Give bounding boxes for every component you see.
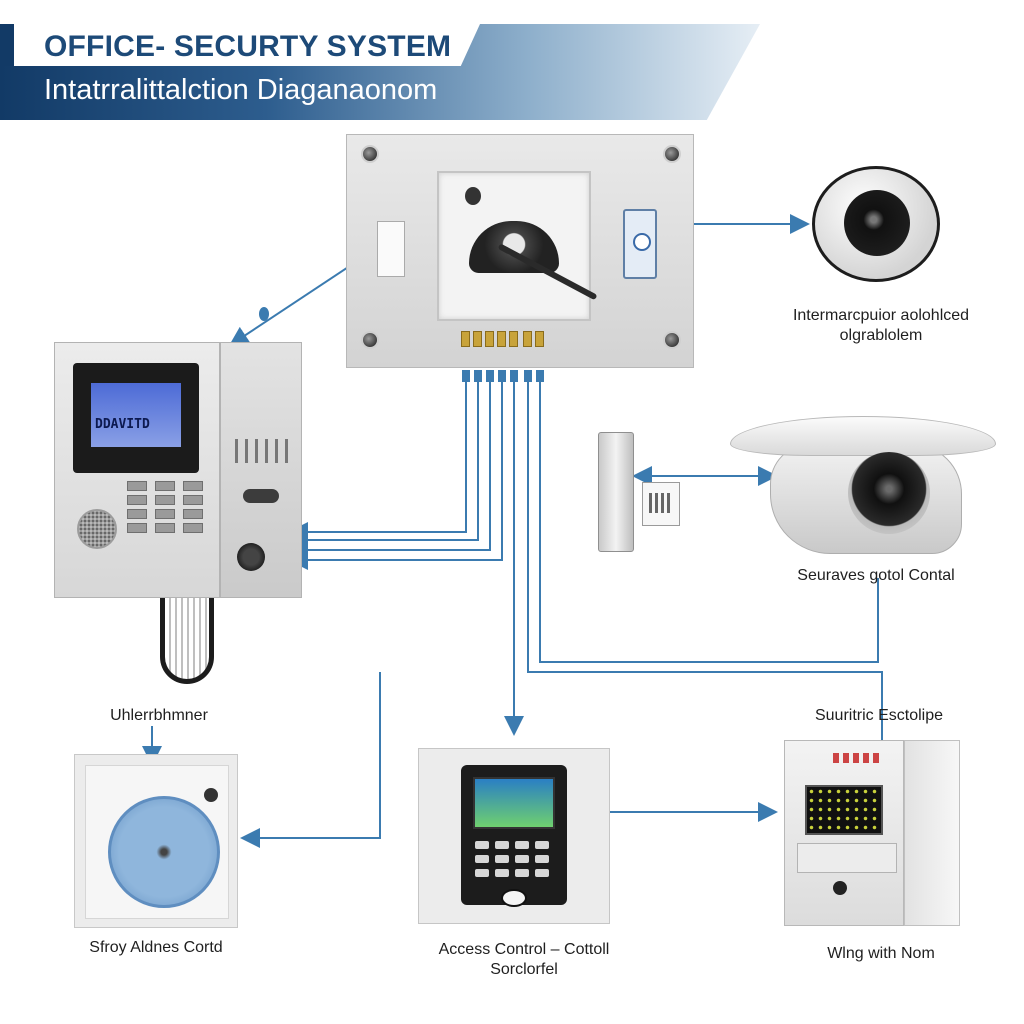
screw-icon [663,145,681,163]
wire-to-round-sensor [240,672,381,848]
wire-terminal-4 [288,370,503,570]
intercom-keypad [127,481,203,533]
terminal-block [509,331,518,347]
access-keys [475,841,549,877]
header-accent [0,24,14,66]
panel-left-switch [377,221,405,277]
panel-right-module [623,209,657,279]
round-sensor [74,754,238,928]
wire-terminal-3 [288,370,491,560]
terminal-block [523,331,532,347]
terminal-block [461,331,470,347]
wire-terminal-2 [288,370,479,550]
diagram-subtitle: Intatrralittalction Diaganaonom [44,74,438,106]
access-control-keypad [418,748,610,924]
round-sensor-top-label: Uhlerrbhmner [110,707,208,724]
control-box-label: Wlng with Nom [827,945,935,962]
handset-cord [160,598,214,684]
terminal-block [473,331,482,347]
wire-terminal-1 [288,370,467,542]
screw-icon [361,331,379,349]
intercom-station: DDAVITD [54,342,302,684]
wire-terminal-to-control-box [527,370,883,740]
knob-icon [237,543,265,571]
connector-port [243,489,279,503]
diagram-title: OFFICE- SECURTY SYSTEM [44,30,452,63]
intercom-side-module [220,342,302,598]
speaker-grille [77,509,117,549]
intercom-display: DDAVITD [73,363,199,473]
wire-terminal-to-bullet [539,370,879,663]
brand-badge-icon [501,889,527,907]
access-control-label: Access Control – Cottoll Sorclorfel [438,941,610,978]
terminal-block [535,331,544,347]
electric-lock-housing [437,171,598,321]
lock-mechanism [469,221,559,273]
control-box-display [805,785,883,835]
terminal-block [485,331,494,347]
dome-camera-label: Intermarcpuior aolohlced olgrablolem [792,307,970,344]
screw-icon [361,145,379,163]
sensor-disc [108,796,220,908]
control-box [784,740,960,928]
access-display [473,777,555,829]
lock-icon [833,881,847,895]
dome-camera [812,166,944,282]
camera-lens-icon [844,190,910,256]
round-sensor-label: Sfroy Aldnes Cortd [89,939,223,956]
lock-knob-icon [465,187,481,205]
bullet-camera [730,416,996,558]
header-banner-top [0,24,480,66]
central-lock-panel [346,134,694,368]
terminal-block [497,331,506,347]
status-leds [833,753,883,763]
relay-module [598,432,686,554]
camera-lens-icon [848,452,930,534]
bullet-camera-label: Seuraves gotol Contal [797,567,955,584]
screw-icon [663,331,681,349]
control-box-top-label: Suuritric Esctolipe [814,707,944,724]
intercom-display-text: DDAVITD [95,417,150,432]
intercom-front: DDAVITD [54,342,220,598]
